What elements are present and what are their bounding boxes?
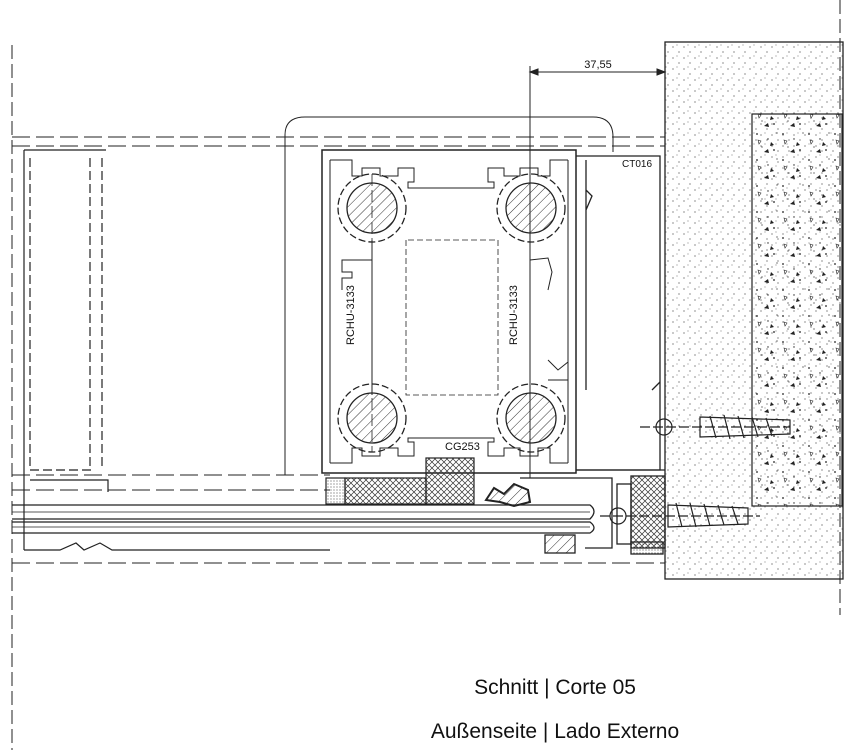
wall-block <box>664 41 844 580</box>
caption-line-2: Außenseite | Lado Externo <box>430 720 680 743</box>
cg253-label: CG253 <box>445 441 480 453</box>
caption-line-1: Schnitt | Corte 05 <box>474 676 636 699</box>
dimension-label: 37,55 <box>584 59 612 71</box>
fixing-screw-upper <box>640 414 791 440</box>
screw-bosses <box>337 173 566 453</box>
ct016-part <box>576 155 665 471</box>
rchu-right-label: RCHU-3133 <box>508 285 520 345</box>
cover-cap-outline <box>284 116 614 475</box>
left-profile <box>23 149 330 551</box>
ct016-label: CT016 <box>622 159 652 170</box>
glass-pane <box>12 504 595 534</box>
fixing-screw-lower <box>600 502 760 528</box>
rchu-left-label: RCHU-3133 <box>345 285 357 345</box>
gasket-cg253 <box>325 457 532 508</box>
exterior-bracket <box>520 475 666 555</box>
